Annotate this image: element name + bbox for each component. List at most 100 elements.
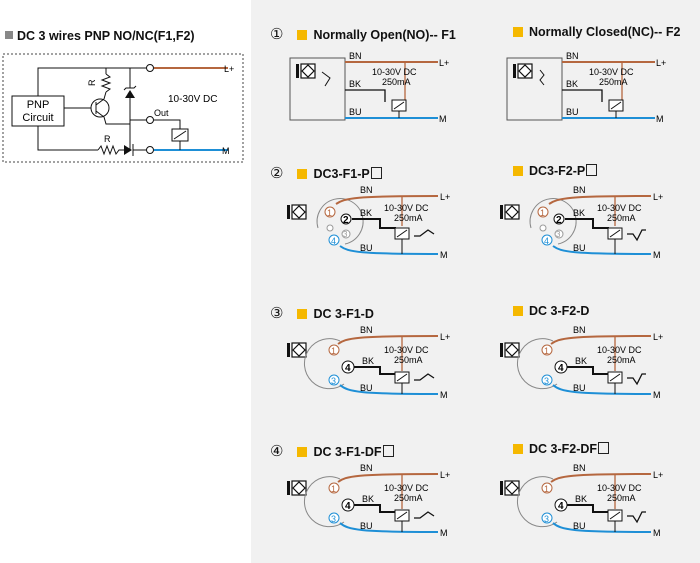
circuit-dashed-border: [2, 53, 244, 163]
bu-label: BU: [573, 243, 586, 253]
terminal-out: [146, 116, 154, 124]
connector-outline: [517, 338, 558, 390]
connector-outline: [517, 476, 558, 528]
voltage-label: 10-30V DC: [384, 483, 429, 493]
pin-4-label: 4: [544, 236, 549, 246]
terminal-bottom: [146, 146, 154, 154]
diagram-dc3-f1-df: [286, 473, 439, 533]
top-wire: [37, 67, 150, 96]
pin-2-label: 2: [343, 215, 349, 226]
lplus-label: L+: [653, 332, 663, 342]
bk-label: BK: [362, 494, 374, 504]
m-label: M: [440, 390, 448, 400]
load-coil: [394, 371, 410, 384]
current-label: 250mA: [599, 77, 628, 87]
bk-label: BK: [575, 356, 587, 366]
blue-wire: [339, 384, 439, 395]
section-2-right-header: DC3-F2-P: [513, 164, 598, 178]
left-lplus-label: L+: [224, 64, 234, 74]
no-contact-symbol: [414, 373, 435, 381]
sensor-housing: [289, 57, 346, 121]
bottom-wire: [37, 126, 98, 151]
yellow-square: [513, 166, 523, 176]
left-diagram-title: DC 3 wires PNP NO/NC(F1,F2): [5, 29, 195, 43]
load-coil: [607, 227, 623, 240]
pin-4-label: 4: [558, 363, 564, 374]
m-label: M: [440, 250, 448, 260]
lplus-label: L+: [439, 58, 449, 68]
pin-3-label: 3: [343, 230, 348, 239]
load-coil: [607, 371, 623, 384]
bullet-square: [5, 31, 13, 39]
blue-wire: [552, 384, 652, 395]
lplus-label: L+: [440, 192, 450, 202]
pin-1-label: 1: [544, 346, 549, 356]
nc-contact-symbol: [627, 373, 646, 386]
yellow-square: [513, 27, 523, 37]
resistor-r1: [100, 73, 112, 93]
lplus-label: L+: [440, 332, 450, 342]
m-label: M: [440, 528, 448, 538]
pnp-circuit-diagram: PNP Circuit R R Out 10-30V DC L+ M: [2, 53, 244, 163]
yellow-square: [297, 169, 308, 179]
voltage-label: 10-30V DC: [597, 483, 642, 493]
brown-wire: [548, 195, 652, 205]
diagram-dc3-f2-p: [499, 195, 652, 255]
pin-3-label: 3: [544, 376, 549, 386]
load-coil: [608, 99, 624, 112]
pin-1-label: 1: [540, 208, 545, 218]
pin-1-label: 1: [327, 208, 332, 218]
pin-4-label: 4: [345, 363, 351, 374]
black-wire: [567, 504, 609, 513]
diagram-dc3-f1-d: [286, 335, 439, 395]
brown-wire: [550, 473, 652, 483]
bu-label: BU: [360, 521, 373, 531]
sensor-icon: [295, 63, 316, 79]
bu-label: BU: [566, 107, 579, 117]
current-label: 250mA: [607, 493, 636, 503]
voltage-label: 10-30V DC: [372, 67, 417, 77]
black-wire: [345, 89, 386, 102]
bn-label: BN: [573, 325, 586, 335]
yellow-square: [513, 306, 523, 316]
diagram-dc3-f2-df: [499, 473, 652, 533]
diagram-dc3-f2-d: [499, 335, 652, 395]
yellow-square: [297, 309, 308, 319]
blue-wire: [552, 245, 652, 255]
bn-label: BN: [360, 325, 373, 335]
bn-label: BN: [573, 185, 586, 195]
empty-box-icon: [382, 445, 394, 457]
sensor-icon: [286, 480, 307, 496]
bk-label: BK: [575, 494, 587, 504]
bu-label: BU: [573, 521, 586, 531]
lplus-label: L+: [440, 470, 450, 480]
bu-label: BU: [349, 107, 362, 117]
section-3-right-header: DC 3-F2-D: [513, 304, 589, 318]
bn-label: BN: [360, 463, 373, 473]
load-coil: [607, 509, 623, 522]
voltage-label: 10-30V DC: [384, 203, 429, 213]
sensor-icon: [512, 63, 533, 79]
blue-wire: [552, 522, 652, 533]
brown-wire: [337, 473, 439, 483]
m-label: M: [653, 250, 661, 260]
pin-3-label: 3: [331, 376, 336, 386]
no-contact-symbol: [414, 511, 435, 519]
diode-symbol: [124, 145, 132, 155]
voltage-label: 10-30V DC: [597, 345, 642, 355]
yellow-square: [297, 30, 308, 40]
black-wire: [354, 504, 396, 513]
terminal-top: [146, 64, 154, 72]
voltage-label: 10-30V DC: [589, 67, 634, 77]
pin-1-label: 1: [331, 484, 336, 494]
sensor-icon: [499, 480, 520, 496]
diagram-no-f1: [289, 57, 438, 121]
pin-3-label: 3: [544, 514, 549, 524]
bu-label: BU: [360, 383, 373, 393]
bk-label: BK: [573, 208, 585, 218]
voltage-label: 10-30V DC: [384, 345, 429, 355]
